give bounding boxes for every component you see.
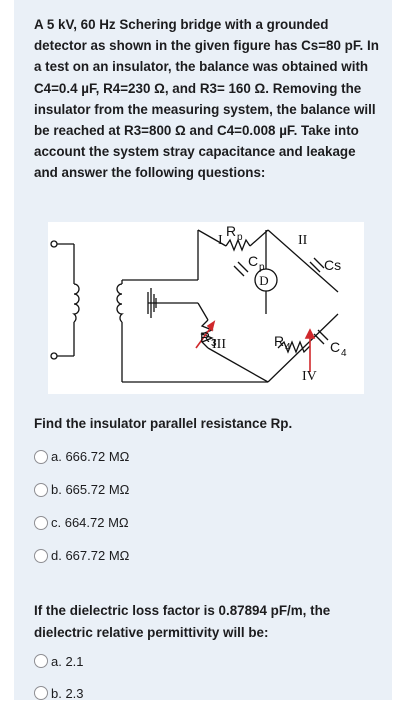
radio-icon[interactable] [34,654,48,668]
cs-label: Cs [324,257,341,273]
bridge-circuit-diagram: I II III IV D R p C p Cs R 3 R 4 C 4 [50,223,347,384]
radio-icon[interactable] [34,482,48,497]
r3-sub-label: 3 [211,338,217,349]
option-label: b. 665.72 MΩ [51,482,130,497]
option-label: d. 667.72 MΩ [51,548,130,563]
arm-iv-label: IV [302,369,317,384]
r4-label: R [274,333,284,349]
option-b[interactable]: b. 2.3 [34,677,374,709]
arm-i-label: I [218,233,223,248]
option-a[interactable]: a. 2.1 [34,645,374,677]
option-c[interactable]: c. 664.72 MΩ [34,506,374,539]
radio-icon[interactable] [34,449,48,464]
c4-sub-label: 4 [341,348,347,359]
rp-options: a. 666.72 MΩ b. 665.72 MΩ c. 664.72 MΩ d… [34,440,374,572]
question-permittivity-text: If the dielectric loss factor is 0.87894… [34,603,331,640]
option-label: a. 2.1 [51,653,84,669]
option-b[interactable]: b. 665.72 MΩ [34,473,374,506]
arm-ii-label: II [298,233,308,248]
option-label: a. 666.72 MΩ [51,449,130,464]
r3-label: R [200,329,210,345]
radio-icon[interactable] [34,548,48,563]
schering-bridge-figure: I II III IV D R p C p Cs R 3 R 4 C 4 [48,222,364,394]
radio-icon[interactable] [34,515,48,530]
cp-sub-label: p [259,262,265,273]
detector-label: D [259,273,268,288]
cp-label: C [248,253,258,269]
question-card: A 5 kV, 60 Hz Schering bridge with a gro… [14,0,392,701]
option-label: c. 664.72 MΩ [51,515,129,530]
rp-sub-label: p [237,232,243,243]
question-text: A 5 kV, 60 Hz Schering bridge with a gro… [34,17,379,181]
option-d[interactable]: d. 667.72 MΩ [34,539,374,572]
r4-sub-label: 4 [285,342,291,353]
question-rp-text: Find the insulator parallel resistance R… [34,416,293,431]
option-a[interactable]: a. 666.72 MΩ [34,440,374,473]
rp-label: R [226,223,236,239]
option-label: b. 2.3 [51,685,84,701]
c4-label: C [330,339,340,355]
arm-iii-label: III [212,337,226,352]
permittivity-options: a. 2.1 b. 2.3 [34,645,374,709]
radio-icon[interactable] [34,686,48,700]
